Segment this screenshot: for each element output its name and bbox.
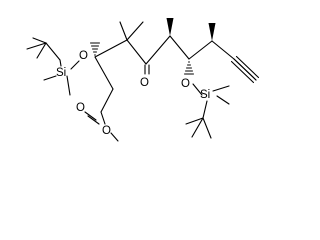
o-ketone-label: O (140, 77, 149, 89)
wedge-bond-c6-methyl (166, 18, 174, 36)
wedge-bond-c8-methyl (208, 23, 216, 41)
si-right-label: Si (200, 89, 210, 101)
alkyne-triple-bond (230, 55, 260, 84)
ester-bonds (84, 88, 119, 142)
tert-butyl-left (26, 37, 61, 61)
o-tbs-left-label: O (79, 50, 88, 62)
si-left-label: Si (56, 67, 66, 79)
tert-butyl-right (185, 117, 212, 139)
o-tbs-right-label: O (181, 78, 190, 90)
silyl-right-bonds (192, 83, 230, 119)
hashed-bond-c7-o (184, 61, 194, 75)
o-ester-label: O (102, 125, 111, 137)
chemical-structure: Si O O O O (26, 18, 260, 142)
carbon-backbone (94, 21, 257, 90)
silyl-left-bonds (43, 59, 80, 96)
o-carbonyl-label: O (76, 102, 85, 114)
ketone-double-bond (144, 64, 150, 75)
hashed-bond-c3-o (90, 42, 100, 56)
